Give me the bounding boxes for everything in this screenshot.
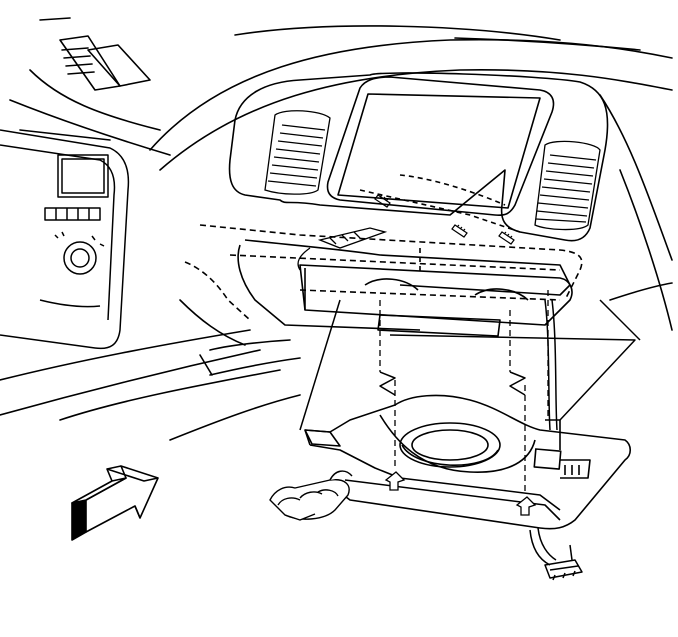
attach-arrows — [380, 372, 525, 395]
radio-knob — [64, 242, 96, 274]
arrow-forward-icon — [72, 466, 158, 540]
trim-panel — [185, 175, 582, 336]
right-air-vent — [535, 141, 600, 229]
retaining-clip-2 — [517, 497, 535, 515]
tray-left-tab — [305, 430, 340, 446]
bottom-connector — [545, 560, 582, 578]
speaker-cone — [400, 423, 500, 467]
radio-hvac-panel — [0, 130, 128, 348]
center-display-bezel — [230, 73, 608, 241]
harness-clip — [270, 471, 352, 520]
mounting-screw-2 — [452, 225, 467, 237]
dashboard-body — [0, 18, 672, 440]
mounting-screw-3 — [499, 232, 514, 244]
console-plane — [300, 300, 640, 430]
radio-display — [58, 155, 108, 197]
display-screen — [328, 77, 554, 215]
left-air-vent — [265, 111, 330, 194]
retaining-clip-1 — [386, 472, 404, 490]
speaker-tray — [305, 395, 630, 528]
wire-connector — [298, 228, 385, 270]
tray-connector — [534, 449, 560, 469]
wire-harness — [530, 300, 582, 580]
